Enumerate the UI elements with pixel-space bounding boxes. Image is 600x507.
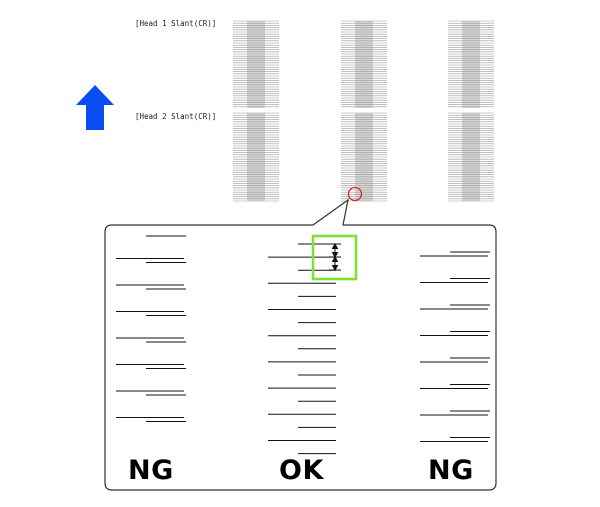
slant-pattern-block [233,20,279,108]
slant-pattern-block [448,112,494,202]
slant-pattern-block [341,20,387,108]
head2-slant-label: [Head 2 Slant(CR)] [135,112,217,121]
slant-pattern-block [448,20,494,108]
gap-measure-arrows [329,242,341,272]
gap-highlight-box [311,234,358,281]
slant-patterns [233,20,494,202]
verdict-center: OK [279,455,324,486]
slant-pattern-block [233,112,279,202]
zoom-callout-box [104,198,497,491]
slant-pattern-block [341,112,387,202]
verdict-left: NG [128,455,174,486]
head1-slant-label: [Head 1 Slant(CR)] [135,19,217,28]
up-arrow-icon [76,85,114,130]
verdict-right: NG [428,455,474,486]
zoom-marker-circle [347,186,363,202]
